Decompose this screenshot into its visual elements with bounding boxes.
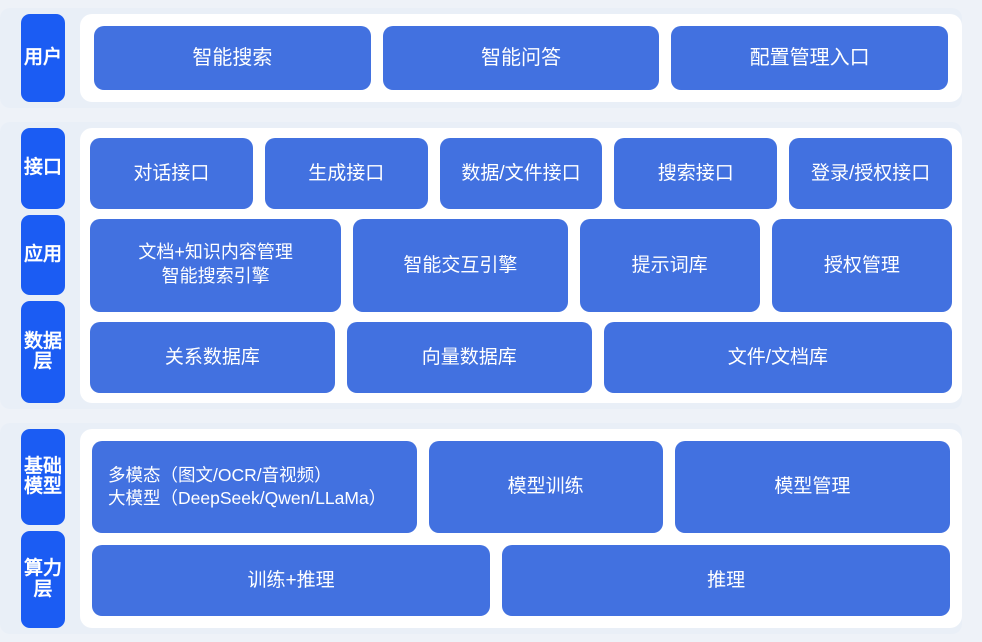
row-data: 关系数据库 向量数据库 文件/文档库 (90, 321, 952, 393)
row-user-entries: 智能搜索 智能问答 配置管理入口 (94, 26, 949, 90)
row-interface: 对话接口 生成接口 数据/文件接口 搜索接口 登录/授权接口 (90, 137, 952, 209)
box-data-file-api[interactable]: 数据/文件接口 (439, 137, 603, 209)
box-relational-database[interactable]: 关系数据库 (90, 321, 335, 393)
row-foundation-model: 多模态（图文/OCR/音视频） 大模型（DeepSeek/Qwen/LLaMa）… (92, 440, 950, 533)
box-document-knowledge-management[interactable]: 文档+知识内容管理 智能搜索引擎 (90, 218, 342, 312)
box-model-training[interactable]: 模型训练 (428, 440, 663, 533)
box-authorization-management[interactable]: 授权管理 (771, 218, 952, 312)
box-smart-interaction-engine[interactable]: 智能交互引擎 (353, 218, 568, 312)
layer-tag-application: 应用 (21, 214, 65, 296)
panel-infrastructure: 多模态（图文/OCR/音视频） 大模型（DeepSeek/Qwen/LLaMa）… (80, 428, 962, 629)
panel-user: 智能搜索 智能问答 配置管理入口 (80, 14, 962, 102)
box-multimodal-large-model[interactable]: 多模态（图文/OCR/音视频） 大模型（DeepSeek/Qwen/LLaMa） (92, 440, 417, 533)
box-config-management-entry[interactable]: 配置管理入口 (671, 26, 949, 90)
box-search-api[interactable]: 搜索接口 (614, 137, 778, 209)
tag-column-infrastructure: 基础模型 算力层 (0, 423, 68, 634)
row-compute: 训练+推理 推理 (92, 544, 950, 617)
box-smart-qa[interactable]: 智能问答 (382, 26, 660, 90)
box-inference[interactable]: 推理 (502, 544, 950, 617)
box-smart-search[interactable]: 智能搜索 (94, 26, 371, 90)
box-vector-database[interactable]: 向量数据库 (346, 321, 592, 393)
row-application: 文档+知识内容管理 智能搜索引擎 智能交互引擎 提示词库 授权管理 (90, 218, 952, 312)
box-login-auth-api[interactable]: 登录/授权接口 (789, 137, 952, 209)
section-middle: 接口 应用 数据层 对话接口 生成接口 数据/文件接口 搜索接口 登录/授权接口… (0, 121, 962, 409)
box-prompt-library[interactable]: 提示词库 (579, 218, 760, 312)
layer-tag-user: 用户 (21, 14, 65, 102)
tag-column-middle: 接口 应用 数据层 (0, 122, 68, 409)
box-dialog-api[interactable]: 对话接口 (90, 137, 253, 209)
section-infrastructure: 基础模型 算力层 多模态（图文/OCR/音视频） 大模型（DeepSeek/Qw… (0, 422, 962, 635)
box-generation-api[interactable]: 生成接口 (264, 137, 428, 209)
layer-tag-foundation-model: 基础模型 (21, 428, 65, 526)
layer-tag-data: 数据层 (21, 301, 65, 403)
layer-tag-interface: 接口 (21, 127, 65, 209)
box-model-management[interactable]: 模型管理 (674, 440, 950, 533)
section-user: 用户 智能搜索 智能问答 配置管理入口 (0, 8, 962, 108)
tag-column-user: 用户 (0, 8, 68, 108)
layer-tag-compute: 算力层 (21, 531, 65, 629)
box-file-document-repository[interactable]: 文件/文档库 (603, 321, 952, 393)
box-training-and-inference[interactable]: 训练+推理 (92, 544, 491, 617)
panel-middle: 对话接口 生成接口 数据/文件接口 搜索接口 登录/授权接口 文档+知识内容管理… (80, 127, 962, 403)
